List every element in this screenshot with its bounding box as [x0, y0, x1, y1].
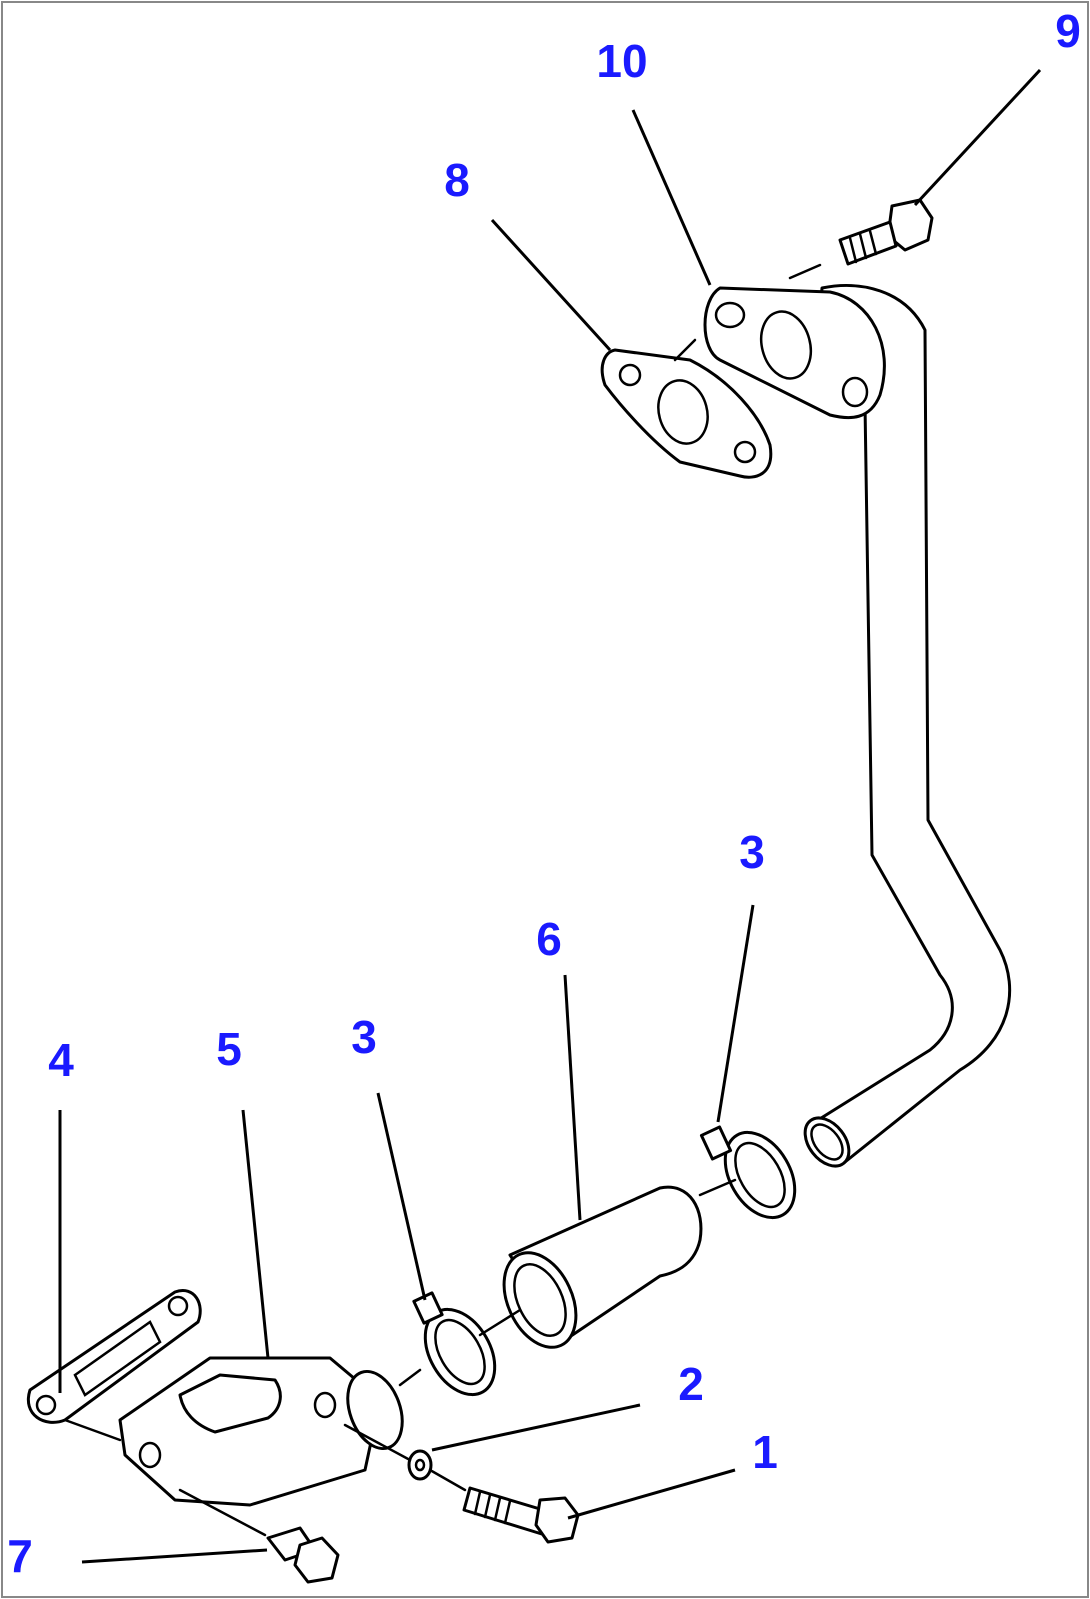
callout-3b: 3	[739, 826, 765, 878]
assembly-lines	[63, 263, 822, 1537]
callout-8: 8	[444, 154, 470, 206]
leader-lines	[58, 68, 1042, 1564]
callout-10: 10	[596, 35, 647, 87]
washer	[407, 1449, 433, 1481]
hose-clamp-left	[412, 1291, 497, 1397]
bolt-lower	[462, 1486, 580, 1544]
gasket-lower	[26, 1289, 202, 1424]
callout-4: 4	[48, 1034, 74, 1086]
hose	[502, 1185, 703, 1349]
pipe-flange	[703, 286, 886, 420]
callout-1: 1	[752, 1426, 778, 1478]
callout-3a: 3	[351, 1011, 377, 1063]
plug	[266, 1526, 340, 1584]
callout-2: 2	[678, 1358, 704, 1410]
callout-6: 6	[536, 913, 562, 965]
callout-9: 9	[1055, 5, 1081, 57]
callout-5: 5	[216, 1023, 242, 1075]
callout-7: 7	[7, 1530, 33, 1582]
bolt-upper	[838, 198, 934, 266]
gasket-upper	[600, 348, 773, 479]
pipe	[803, 284, 1012, 1168]
elbow-connector	[118, 1356, 404, 1507]
hose-clamp-right	[699, 1125, 797, 1220]
